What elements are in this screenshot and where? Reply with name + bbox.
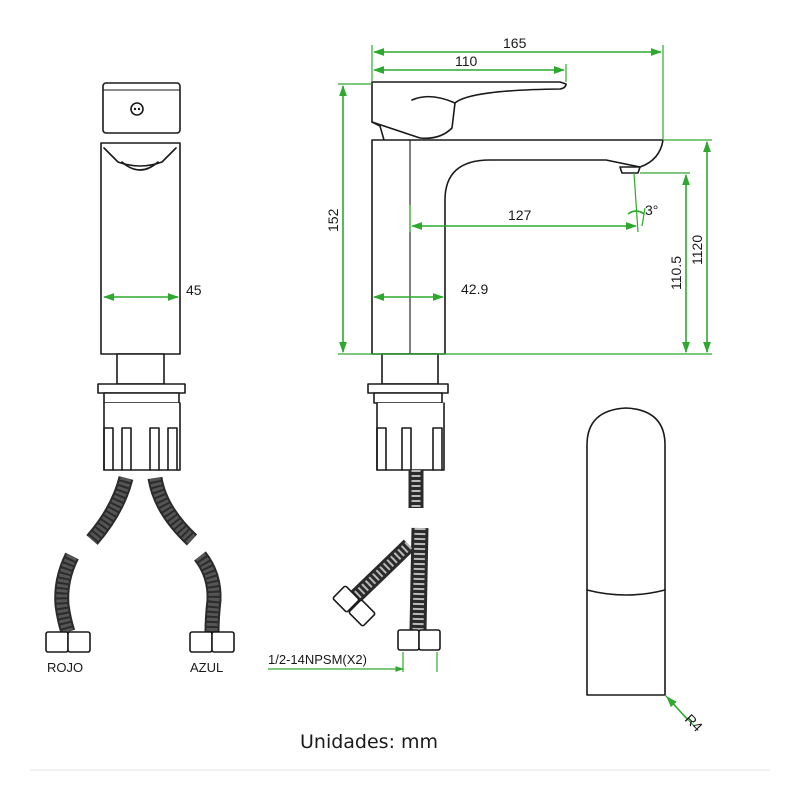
flange xyxy=(97,383,186,394)
aerator-outline xyxy=(103,147,177,167)
cold-hose-label: AZUL xyxy=(190,660,223,675)
ext-angle xyxy=(633,172,639,233)
spout-body xyxy=(371,139,664,355)
hot-cold-indicator-icon xyxy=(130,102,144,116)
dim-110-5-label: 110.5 xyxy=(668,256,684,290)
handle-joint xyxy=(371,121,385,141)
radius-arrow xyxy=(666,696,689,721)
handle-top-seam xyxy=(586,589,666,596)
aerator-outlet xyxy=(121,161,159,171)
fitting-right xyxy=(189,631,235,653)
dim-angle-arc xyxy=(627,210,645,215)
front-view: 45 ROJO AZUL xyxy=(45,82,235,675)
dim-127-label: 127 xyxy=(508,207,532,223)
flange-lower xyxy=(103,392,180,404)
handle-block xyxy=(102,82,181,134)
ext-angle-2 xyxy=(641,207,646,227)
thread-label: 1/2-14NPSM(X2) xyxy=(268,652,367,667)
dim-152-label: 152 xyxy=(325,208,341,232)
spout-aerator xyxy=(619,166,641,174)
top-view: R4 xyxy=(586,407,706,735)
side-view: 1/2-14NPSM(X2) 165 110 152 127 3° 42.9 xyxy=(268,35,712,672)
units-note: Unidades: mm xyxy=(300,731,438,753)
dim-angle-label: 3° xyxy=(645,202,658,218)
hot-hose-label: ROJO xyxy=(47,660,83,675)
dim-1120-label: 1120 xyxy=(689,235,705,265)
neck xyxy=(116,353,165,385)
dim-110-label: 110 xyxy=(455,53,478,69)
side-flange xyxy=(367,383,449,394)
dim-42-9-label: 42.9 xyxy=(461,281,488,297)
side-neck xyxy=(381,353,439,385)
side-flange-lower xyxy=(373,392,443,404)
side-fitting-angled xyxy=(332,585,376,627)
body-front xyxy=(100,142,181,355)
side-fitting-straight xyxy=(397,629,441,651)
handle-top-outline xyxy=(586,407,666,696)
dim-165-label: 165 xyxy=(503,35,527,51)
dim-45-label: 45 xyxy=(186,282,202,298)
handle-curve xyxy=(411,95,456,104)
side-nut-notches xyxy=(376,427,443,471)
radius-label: R4 xyxy=(682,711,706,735)
nut-notches xyxy=(103,427,178,471)
handle-lever xyxy=(371,81,567,140)
fitting-left xyxy=(45,631,91,653)
